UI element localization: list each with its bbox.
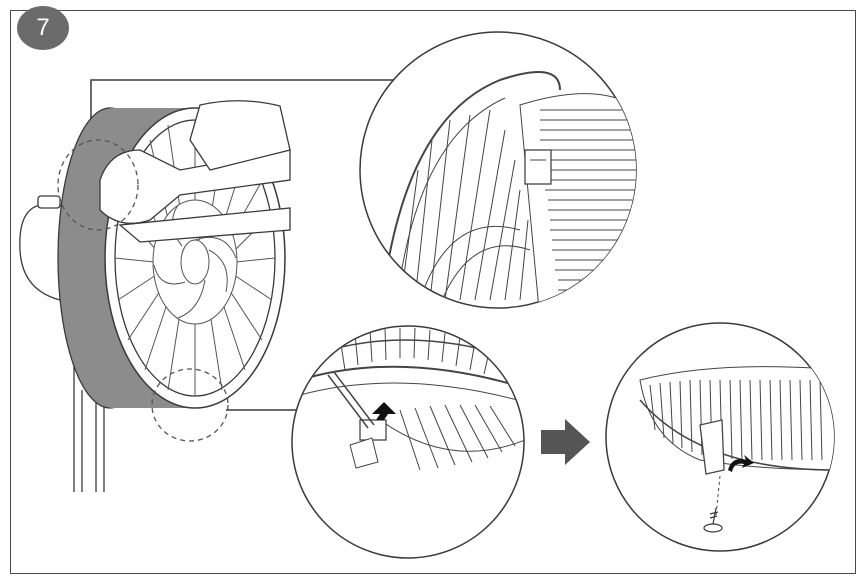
detail-circle-bottom-right [605, 322, 835, 552]
instruction-frame [10, 10, 856, 574]
push-arrow-icon [372, 402, 396, 420]
direction-arrow-icon [541, 419, 590, 465]
step-number-badge: 7 [17, 6, 69, 50]
fan-main-illustration [19, 100, 291, 492]
detail-circle-bottom-left [291, 325, 525, 559]
detail-circle-top [359, 31, 637, 309]
clip-arrow-icon [728, 455, 754, 472]
screw-icon [703, 507, 723, 533]
step-number: 7 [36, 14, 50, 41]
